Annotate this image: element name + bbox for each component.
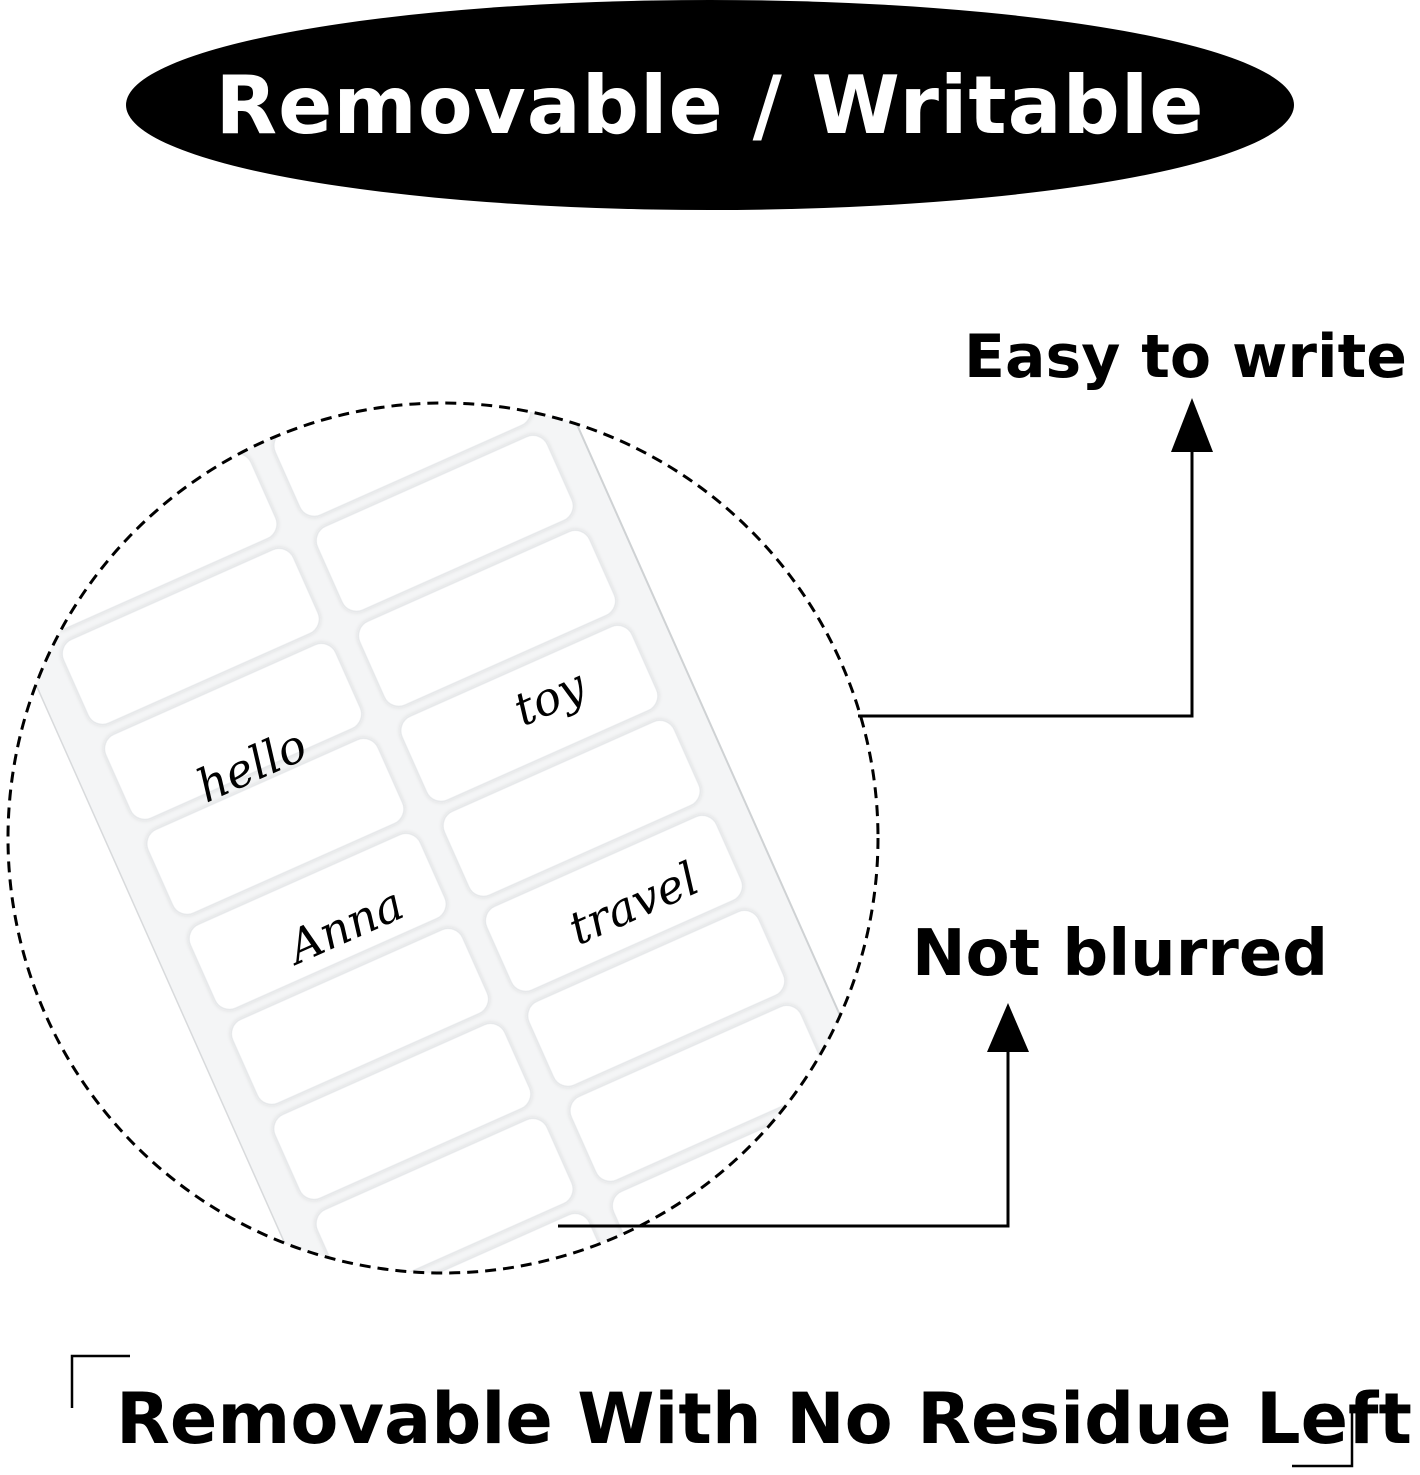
footer-title: Removable With No Residue Left [116, 1378, 1412, 1460]
sticker-label [230, 927, 490, 1106]
sticker-label [272, 1022, 532, 1201]
sticker-label [103, 642, 363, 821]
sticker-label [526, 909, 786, 1088]
sticker-label [442, 719, 702, 898]
sticker-label [230, 403, 490, 423]
arrow-up-icon [1171, 398, 1213, 452]
sticker-label [569, 1004, 828, 1183]
sticker-label [357, 529, 617, 708]
sticker-label [61, 547, 321, 726]
sticker-label [188, 832, 448, 1011]
not-blurred-connector [558, 1003, 1029, 1228]
sticker-label [145, 737, 405, 916]
sticker-label [315, 434, 575, 613]
magnified-sticker-view: hello toy Anna travel [8, 403, 878, 1273]
footer-bracket-bottom-right [1292, 1412, 1354, 1468]
arrow-up-icon [987, 1003, 1029, 1052]
not-blurred-label: Not blurred [912, 917, 1329, 991]
sticker-label [272, 403, 532, 518]
sticker-label [399, 624, 659, 803]
header-title: Removable / Writable [215, 58, 1205, 152]
sticker-label [653, 1194, 878, 1273]
header-banner: Removable / Writable [126, 0, 1294, 210]
sticker-label [484, 814, 744, 993]
easy-to-write-connector [858, 398, 1213, 718]
easy-to-write-label: Easy to write [964, 322, 1407, 392]
magnifier-circle [6, 401, 880, 1275]
footer-bracket-top-left [70, 1354, 130, 1408]
